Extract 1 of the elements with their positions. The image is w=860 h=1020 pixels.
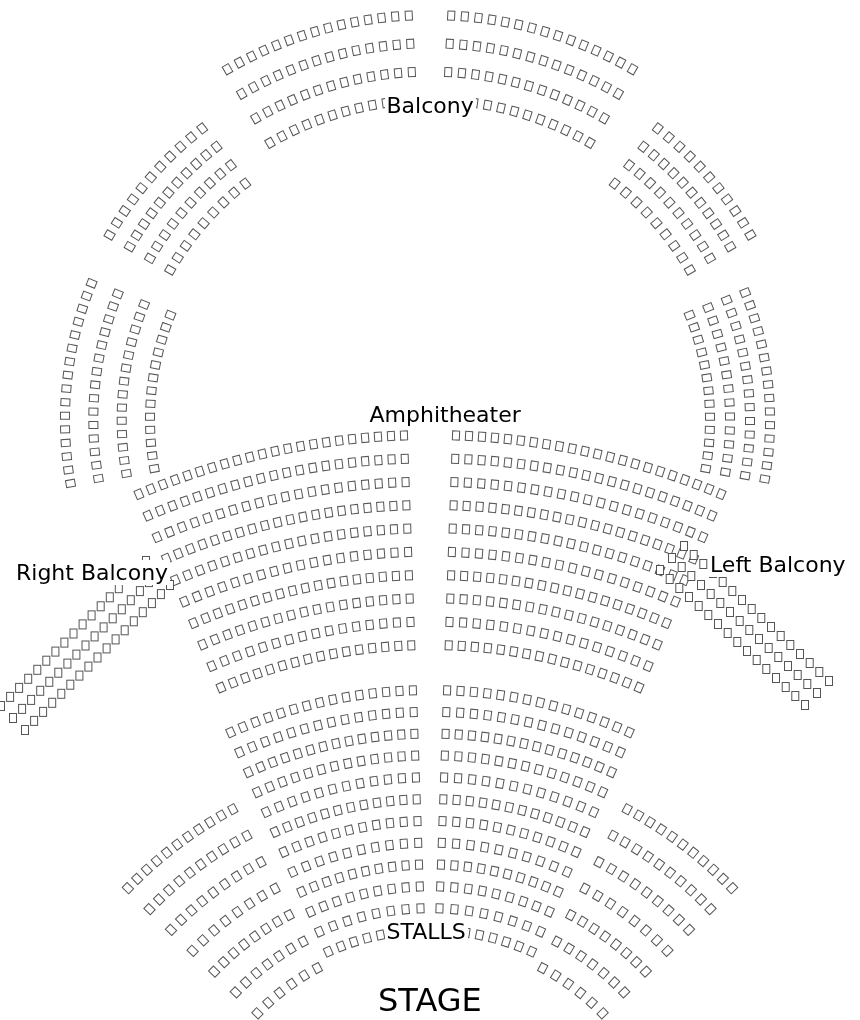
section-label: Balcony bbox=[384, 92, 476, 118]
